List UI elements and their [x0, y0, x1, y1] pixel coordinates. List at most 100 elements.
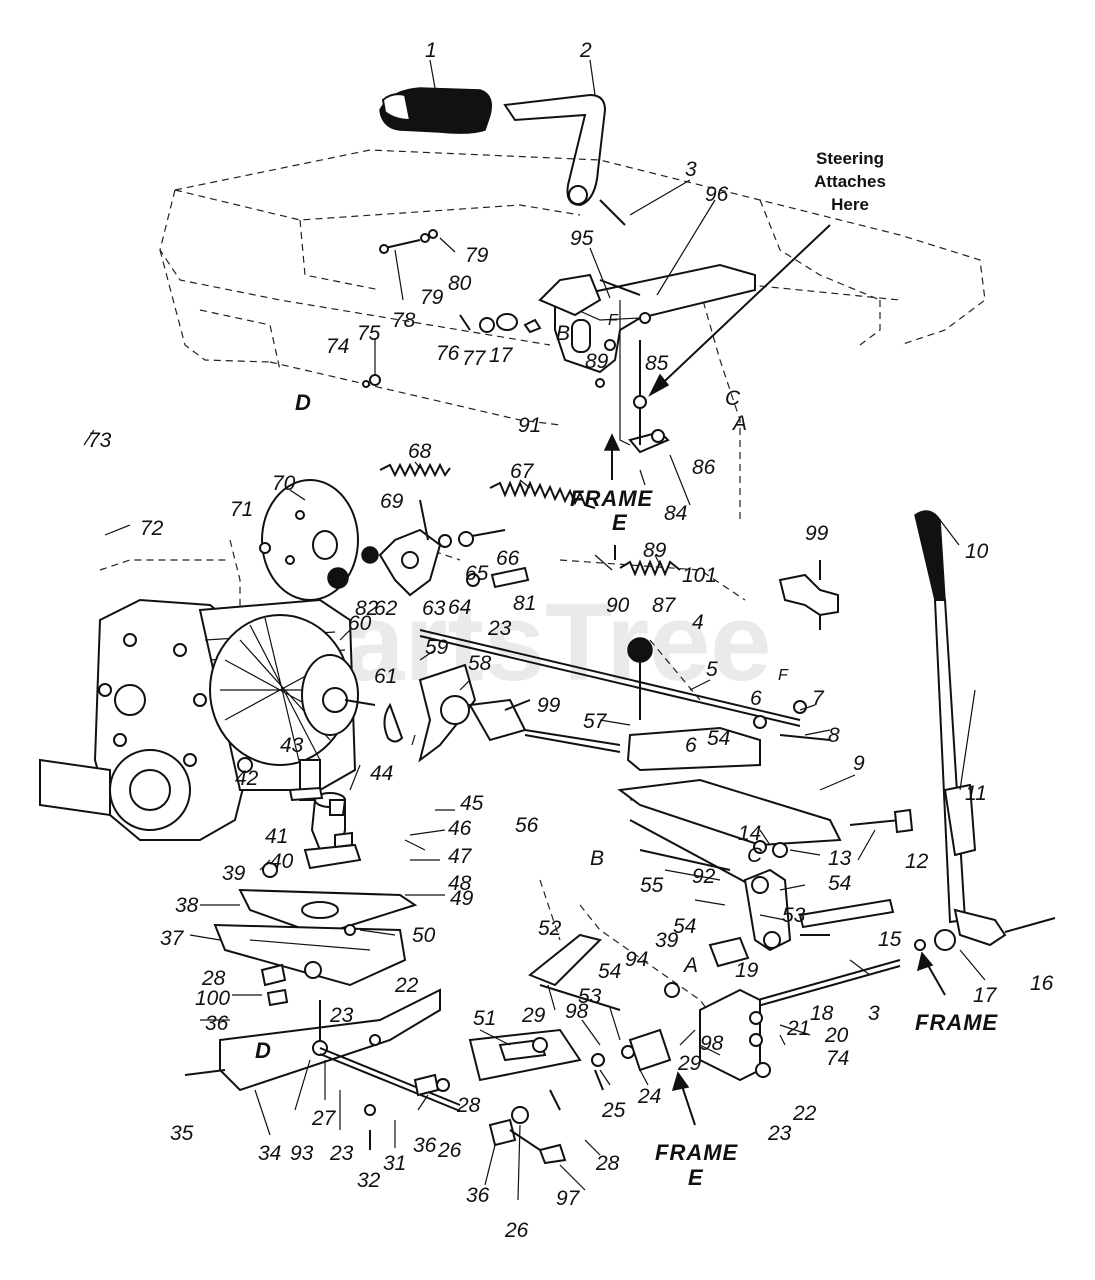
frame-label-letter: E: [612, 510, 628, 535]
part-number: 98: [565, 1000, 589, 1023]
part-number: 60: [348, 612, 372, 635]
part-number: 17: [973, 984, 998, 1007]
part-number: 71: [230, 498, 253, 521]
part-number: 74: [826, 1047, 849, 1070]
part-number: 70: [272, 472, 296, 495]
part-number: 23: [329, 1142, 354, 1165]
part-number: 92: [692, 865, 716, 888]
frame-label-2: FRAME: [915, 1010, 999, 1035]
mid-hardware: [259, 529, 616, 589]
part-number: 5: [706, 658, 718, 681]
part-number: 14: [738, 822, 761, 845]
part-number: 73: [88, 429, 112, 452]
part-number: 50: [412, 924, 436, 947]
part-number: 62: [374, 597, 398, 620]
part-number: 67: [510, 460, 535, 483]
part-number: 3: [685, 158, 697, 181]
part-number: 10: [965, 540, 989, 563]
part-number: 13: [828, 847, 852, 870]
ref-letter: C: [725, 387, 741, 410]
shift-plate: [617, 700, 914, 871]
steering-note: [648, 224, 831, 397]
frame-label-word: FRAME: [570, 486, 654, 511]
frame-label-letter: E: [688, 1165, 704, 1190]
part-number: 66: [496, 547, 520, 570]
part-number: 3: [868, 1002, 880, 1025]
frame-arrows: [603, 433, 946, 1126]
part-number: 1: [425, 39, 437, 62]
part-number: 36: [466, 1184, 490, 1207]
linkage-rods: [629, 819, 901, 1012]
frame-label-3: FRAME E: [655, 1140, 738, 1190]
bevel-gear: [209, 614, 376, 801]
part-number: 89: [585, 350, 609, 373]
part-number: 12: [905, 850, 929, 873]
note-line-1: Steering: [816, 149, 884, 168]
part-number: 18: [810, 1002, 834, 1025]
lever-51-52: [413, 933, 771, 1165]
part-number: 23: [767, 1122, 792, 1145]
part-number: 39: [222, 862, 246, 885]
ref-letter: C: [747, 844, 763, 867]
ref-letter: A: [731, 412, 747, 435]
ref-letter: F: [778, 667, 789, 684]
part-number: 49: [450, 887, 474, 910]
part-number: 4: [692, 611, 704, 634]
pedal-assembly: [379, 87, 626, 226]
part-number: 90: [606, 594, 630, 617]
part-number: 6: [750, 687, 762, 710]
ref-letter: F: [608, 312, 619, 329]
part-number: 11: [965, 782, 987, 805]
part-number: 40: [270, 850, 294, 873]
part-number: 27: [311, 1107, 337, 1130]
pivot-plates: [213, 757, 418, 987]
part-number: 41: [265, 825, 288, 848]
part-number: 79: [420, 286, 444, 309]
part-number: 84: [664, 502, 687, 525]
part-number: 80: [448, 272, 472, 295]
part-number: 43: [280, 734, 304, 757]
part-number: 34: [258, 1142, 281, 1165]
part-number: 32: [357, 1169, 381, 1192]
part-number: 78: [392, 309, 416, 332]
part-number: 99: [537, 694, 561, 717]
part-number: 75: [357, 322, 381, 345]
part-number: 63: [422, 597, 446, 620]
lift-lever: [914, 510, 1056, 951]
part-number: 36: [205, 1012, 229, 1035]
part-number: 20: [824, 1024, 849, 1047]
part-number: 21: [786, 1017, 810, 1040]
frame-label-word: FRAME: [915, 1010, 999, 1035]
idler-bracket: [361, 499, 442, 597]
part-number: 26: [437, 1139, 462, 1162]
part-number: 8: [828, 724, 840, 747]
part-number: 52: [538, 917, 562, 940]
part-number: 38: [175, 894, 199, 917]
part-number: 25: [601, 1099, 626, 1122]
reference-letters: D B C A F F B C A D: [255, 312, 789, 1063]
u-joint: [778, 560, 839, 630]
part-number: 15: [878, 928, 902, 951]
part-number: 28: [456, 1094, 481, 1117]
part-number: 23: [487, 617, 512, 640]
part-number: 54: [673, 915, 696, 938]
part-number: 39: [655, 929, 679, 952]
part-number: 58: [468, 652, 492, 675]
part-number: 37: [160, 927, 185, 950]
part-number: 55: [640, 874, 664, 897]
part-number: 26: [504, 1219, 529, 1242]
part-number: 65: [465, 562, 489, 585]
base-bracket: [184, 961, 461, 1150]
part-number: 42: [235, 767, 259, 790]
part-number: 69: [380, 490, 404, 513]
part-number: 17: [489, 344, 514, 367]
part-number: 93: [290, 1142, 314, 1165]
springs: [379, 462, 681, 577]
top-hardware: [362, 229, 665, 443]
part-number: 46: [448, 817, 472, 840]
part-number: 79: [465, 244, 489, 267]
part-number: 51: [473, 1007, 496, 1030]
part-number: 24: [637, 1085, 661, 1108]
note-steering-attaches: Steering Attaches Here: [814, 149, 886, 214]
part-number: 82: [355, 597, 379, 620]
